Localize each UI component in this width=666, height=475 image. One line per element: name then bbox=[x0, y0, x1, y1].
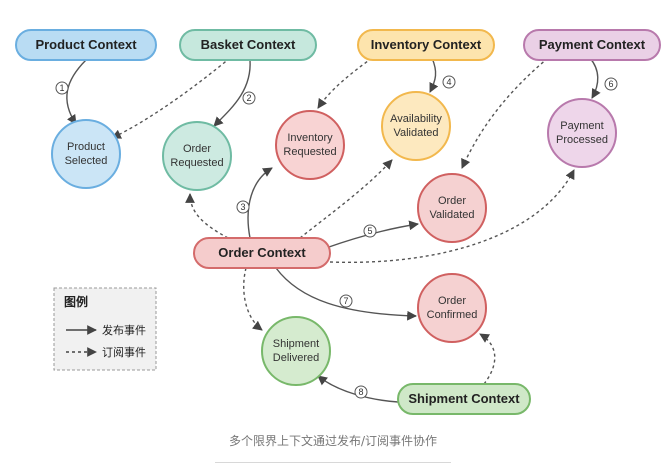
svg-text:Order: Order bbox=[438, 295, 466, 307]
arrow-subscribe-inventory-requested bbox=[317, 57, 373, 109]
svg-text:8: 8 bbox=[358, 387, 363, 397]
svg-text:Payment: Payment bbox=[560, 120, 603, 132]
caption-divider bbox=[215, 462, 451, 463]
arrow-publish-product-selected bbox=[66, 59, 87, 125]
event-availability-validated: Availability Validated bbox=[381, 91, 451, 161]
svg-text:3: 3 bbox=[240, 202, 245, 212]
svg-text:Order: Order bbox=[183, 143, 211, 155]
arrow-publish-inventory-requested bbox=[247, 167, 273, 239]
legend-publish-label: 发布事件 bbox=[102, 323, 146, 337]
svg-text:Availability: Availability bbox=[390, 113, 442, 125]
context-order: Order Context bbox=[193, 237, 331, 269]
event-order-requested: Order Requested bbox=[162, 121, 232, 191]
context-payment: Payment Context bbox=[523, 29, 661, 61]
step-badge-2: 2 bbox=[242, 91, 256, 105]
arrow-subscribe-order-requested bbox=[185, 193, 229, 239]
svg-text:Processed: Processed bbox=[556, 134, 608, 146]
event-product-selected: Product Selected bbox=[51, 119, 121, 189]
context-shipment: Shipment Context bbox=[397, 383, 531, 415]
legend-title: 图例 bbox=[64, 294, 88, 309]
event-order-validated: Order Validated bbox=[417, 173, 487, 243]
step-badge-3: 3 bbox=[236, 200, 250, 214]
svg-text:Validated: Validated bbox=[393, 127, 438, 139]
context-order-label: Order Context bbox=[218, 245, 306, 260]
step-badge-8: 8 bbox=[354, 385, 368, 399]
context-shipment-label: Shipment Context bbox=[408, 391, 520, 406]
svg-text:Validated: Validated bbox=[429, 209, 474, 221]
context-payment-label: Payment Context bbox=[539, 37, 646, 52]
step-badge-6: 6 bbox=[604, 77, 618, 91]
context-basket-label: Basket Context bbox=[201, 37, 296, 52]
event-shipment-delivered: Shipment Delivered bbox=[261, 316, 331, 386]
figure-caption: 多个限界上下文通过发布/订阅事件协作 bbox=[228, 434, 438, 448]
svg-text:Confirmed: Confirmed bbox=[427, 309, 478, 321]
legend-subscribe-label: 订阅事件 bbox=[102, 346, 146, 359]
arrow-subscribe-availability bbox=[299, 159, 393, 239]
svg-text:Inventory: Inventory bbox=[287, 132, 333, 144]
step-badge-1: 1 bbox=[55, 81, 69, 95]
step-badge-5: 5 bbox=[363, 224, 377, 238]
event-payment-processed: Payment Processed bbox=[547, 98, 617, 168]
arrow-subscribe-payment-processed bbox=[329, 169, 575, 264]
context-product-label: Product Context bbox=[35, 37, 137, 52]
step-badge-7: 7 bbox=[339, 294, 353, 308]
svg-text:Requested: Requested bbox=[283, 146, 336, 158]
svg-text:Product: Product bbox=[67, 141, 105, 153]
step-badge-4: 4 bbox=[442, 75, 456, 89]
context-product: Product Context bbox=[15, 29, 157, 61]
event-inventory-requested: Inventory Requested bbox=[275, 110, 345, 180]
svg-text:6: 6 bbox=[608, 79, 613, 89]
arrows bbox=[66, 57, 601, 403]
svg-text:Delivered: Delivered bbox=[273, 352, 319, 364]
arrow-publish-order-confirmed bbox=[275, 267, 417, 321]
arrow-subscribe-order-confirmed bbox=[479, 333, 496, 385]
svg-text:4: 4 bbox=[446, 77, 451, 87]
arrow-publish-order-requested bbox=[213, 59, 251, 127]
svg-text:Order: Order bbox=[438, 195, 466, 207]
svg-text:Requested: Requested bbox=[170, 157, 223, 169]
svg-text:Shipment: Shipment bbox=[273, 338, 319, 350]
event-order-confirmed: Order Confirmed bbox=[417, 273, 487, 343]
arrow-subscribe-shipment-delivered bbox=[243, 267, 263, 331]
svg-text:1: 1 bbox=[59, 83, 64, 93]
legend: 图例 发布事件 订阅事件 bbox=[53, 287, 157, 371]
svg-text:Selected: Selected bbox=[65, 155, 108, 167]
svg-text:7: 7 bbox=[343, 296, 348, 306]
arrow-subscribe-basket-product bbox=[111, 57, 231, 139]
context-basket: Basket Context bbox=[179, 29, 317, 61]
arrow-publish-payment-processed bbox=[589, 57, 601, 99]
arrow-publish-availability bbox=[429, 57, 439, 93]
svg-text:2: 2 bbox=[246, 93, 251, 103]
context-inventory: Inventory Context bbox=[357, 29, 495, 61]
step-badges: 1 2 3 4 5 6 7 8 bbox=[55, 75, 618, 399]
arrow-subscribe-payment-order-validated bbox=[461, 57, 549, 169]
svg-text:5: 5 bbox=[367, 226, 372, 236]
context-inventory-label: Inventory Context bbox=[371, 37, 482, 52]
